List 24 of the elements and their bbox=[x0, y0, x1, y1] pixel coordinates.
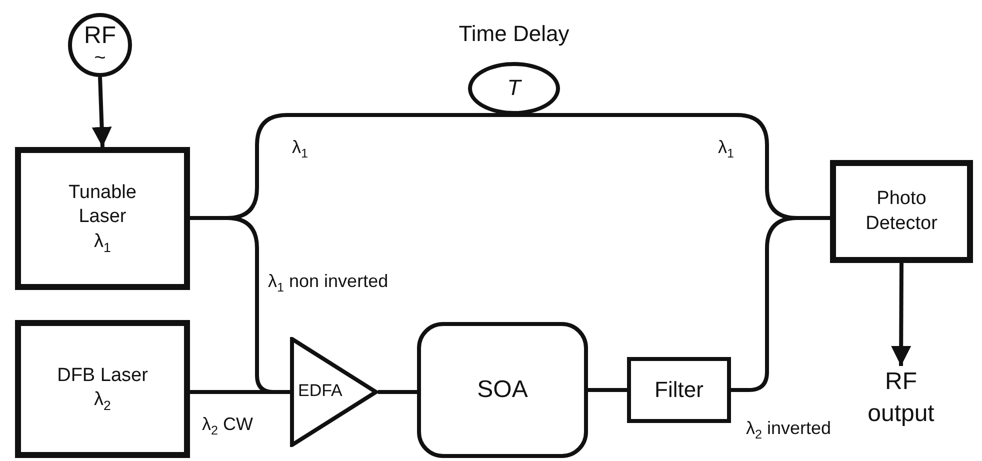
device-box bbox=[15, 320, 190, 458]
soa-box bbox=[417, 322, 588, 458]
connector-line bbox=[731, 216, 830, 392]
arrow bbox=[891, 263, 912, 366]
device-box bbox=[830, 160, 973, 263]
device-box bbox=[15, 147, 190, 290]
node-label: Photo Detector bbox=[864, 186, 938, 236]
node-label: DFB Laser bbox=[57, 364, 148, 388]
node-label: EDFA bbox=[298, 380, 342, 402]
connector-line bbox=[190, 390, 290, 394]
heading-label: Time Delay bbox=[458, 20, 570, 48]
connector-line bbox=[378, 390, 417, 394]
device-box bbox=[627, 357, 731, 423]
node-label: RF bbox=[84, 23, 116, 49]
connector-line bbox=[588, 388, 627, 392]
node-label: SOA bbox=[477, 375, 528, 406]
node-label: Filter bbox=[654, 376, 704, 404]
sine-symbol: ~ bbox=[94, 48, 106, 67]
amplifier-triangle bbox=[290, 337, 378, 447]
output-label: RF output bbox=[855, 366, 947, 442]
node-label: λ$_{2}$ bbox=[94, 388, 111, 414]
node-label: λ$_{1}$ bbox=[94, 230, 111, 256]
arrow bbox=[92, 76, 112, 148]
symbol-label: T bbox=[507, 74, 521, 102]
